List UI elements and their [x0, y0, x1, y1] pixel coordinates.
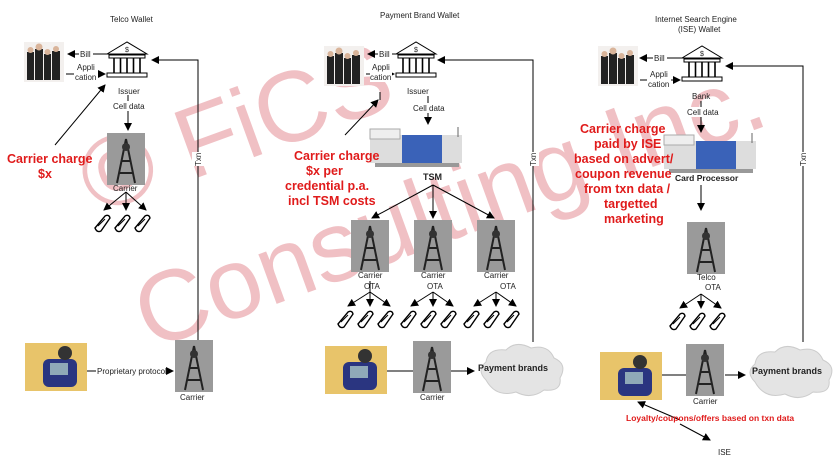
phone-icon: [440, 310, 457, 329]
carrier-tower-image: [174, 339, 214, 393]
phone-icon: [669, 312, 686, 331]
protocol-label: Proprietary protocol: [97, 367, 167, 376]
carrier-charge-text-7: marketing: [604, 212, 664, 226]
application-label-2: cation: [75, 73, 96, 82]
bank-icon: [395, 41, 437, 78]
carrier-group-2: Carrier OTA: [400, 219, 457, 329]
pos-terminal-image: [600, 352, 662, 400]
payment-title: Payment Brand Wallet: [380, 11, 460, 20]
payment-brands-label: Payment brands: [478, 363, 548, 373]
phone-icon: [377, 310, 394, 329]
carrier-charge-text-4: coupon revenue: [575, 167, 672, 181]
phone-icon: [709, 312, 726, 331]
carrier-tower-image: [685, 343, 725, 397]
telco-label: Telco: [697, 273, 716, 282]
carrier-charge-text-3: credential p.a.: [285, 179, 369, 193]
application-label-2: cation: [648, 80, 669, 89]
carrier-charge-text-2: $x: [38, 167, 52, 181]
ise-label: ISE: [718, 448, 731, 457]
bank-label: Bank: [692, 92, 711, 101]
bank-icon: [106, 41, 148, 78]
phone-icon: [689, 312, 706, 331]
cell-data-label: Cell data: [113, 102, 145, 111]
carrier-charge-text-2: paid by ISE: [594, 137, 661, 151]
carrier-tower-image: [412, 340, 452, 394]
application-label-1: Appli: [77, 63, 95, 72]
carrier-bottom-label: Carrier: [420, 393, 445, 402]
issuer-label: Issuer: [407, 87, 429, 96]
carrier-tower-image: [413, 219, 453, 273]
carrier-charge-text-1: Carrier charge: [294, 149, 380, 163]
carrier-charge-text-1: Carrier charge: [580, 122, 666, 136]
phone-icon: [337, 310, 354, 329]
customers-image: [598, 46, 638, 86]
carrier-tower-image: [106, 132, 146, 186]
carrier-group-1: Carrier OTA: [337, 219, 394, 329]
txn-label: Txn: [194, 153, 203, 166]
carrier-charge-text-3: based on advert/: [574, 152, 674, 166]
carrier-group-3: Carrier OTA: [463, 219, 520, 329]
ise-wallet-panel: Internet Search Engine (ISE) Wallet Bill…: [574, 15, 833, 457]
txn-label: Txn: [529, 153, 538, 166]
cell-data-label: Cell data: [413, 104, 445, 113]
carrier-tower-image: [476, 219, 516, 273]
ota-label: OTA: [500, 282, 517, 291]
telco-title: Telco Wallet: [110, 15, 154, 24]
cell-data-label: Cell data: [687, 108, 719, 117]
application-label-1: Appli: [650, 70, 668, 79]
carrier-label: Carrier: [421, 271, 446, 280]
carrier-tower-image: [350, 219, 390, 273]
phone-icon: [503, 310, 520, 329]
payment-brands-label: Payment brands: [752, 366, 822, 376]
application-label-2: cation: [370, 73, 391, 82]
ise-title-2: (ISE) Wallet: [678, 25, 721, 34]
ota-label: OTA: [427, 282, 444, 291]
ota-label: OTA: [705, 283, 722, 292]
phone-icon: [420, 310, 437, 329]
tsm-machine-image: [369, 126, 463, 168]
carrier-bottom-label: Carrier: [693, 397, 718, 406]
txn-label: Txn: [799, 153, 808, 166]
card-processor-label: Card Processor: [675, 173, 739, 183]
carrier-label: Carrier: [484, 271, 509, 280]
bill-label: Bill: [654, 54, 665, 63]
phone-icon: [483, 310, 500, 329]
telco-tower-image: [686, 221, 726, 275]
customers-image: [24, 42, 64, 82]
issuer-label: Issuer: [118, 87, 140, 96]
carrier-charge-text-4: incl TSM costs: [288, 194, 376, 208]
phone-icon: [463, 310, 480, 329]
telco-wallet-panel: Telco Wallet Bill Appli cation Issuer Ce…: [7, 15, 214, 402]
bill-label: Bill: [379, 50, 390, 59]
ota-label: OTA: [364, 282, 381, 291]
carrier-charge-text-1: Carrier charge: [7, 152, 93, 166]
payment-brand-wallet-panel: Payment Brand Wallet Bill Appli cation I…: [285, 11, 564, 402]
ise-title-1: Internet Search Engine: [655, 15, 737, 24]
customers-image: [324, 46, 364, 86]
tsm-label: TSM: [423, 172, 442, 182]
pos-terminal-image: [325, 346, 387, 394]
bill-label: Bill: [80, 50, 91, 59]
phone-icon: [400, 310, 417, 329]
phone-icon: [357, 310, 374, 329]
watermark: © FiCS Consulting Inc.: [64, 20, 779, 371]
pos-terminal-image: [25, 343, 87, 391]
carrier-bottom-label: Carrier: [180, 393, 205, 402]
carrier-charge-text-2: $x per: [306, 164, 343, 178]
application-label-1: Appli: [372, 63, 390, 72]
loyalty-text: Loyalty/coupons/offers based on txn data: [626, 413, 794, 423]
carrier-label: Carrier: [113, 184, 138, 193]
carrier-label: Carrier: [358, 271, 383, 280]
carrier-charge-text-5: from txn data /: [584, 182, 671, 196]
carrier-charge-text-6: targetted: [604, 197, 657, 211]
